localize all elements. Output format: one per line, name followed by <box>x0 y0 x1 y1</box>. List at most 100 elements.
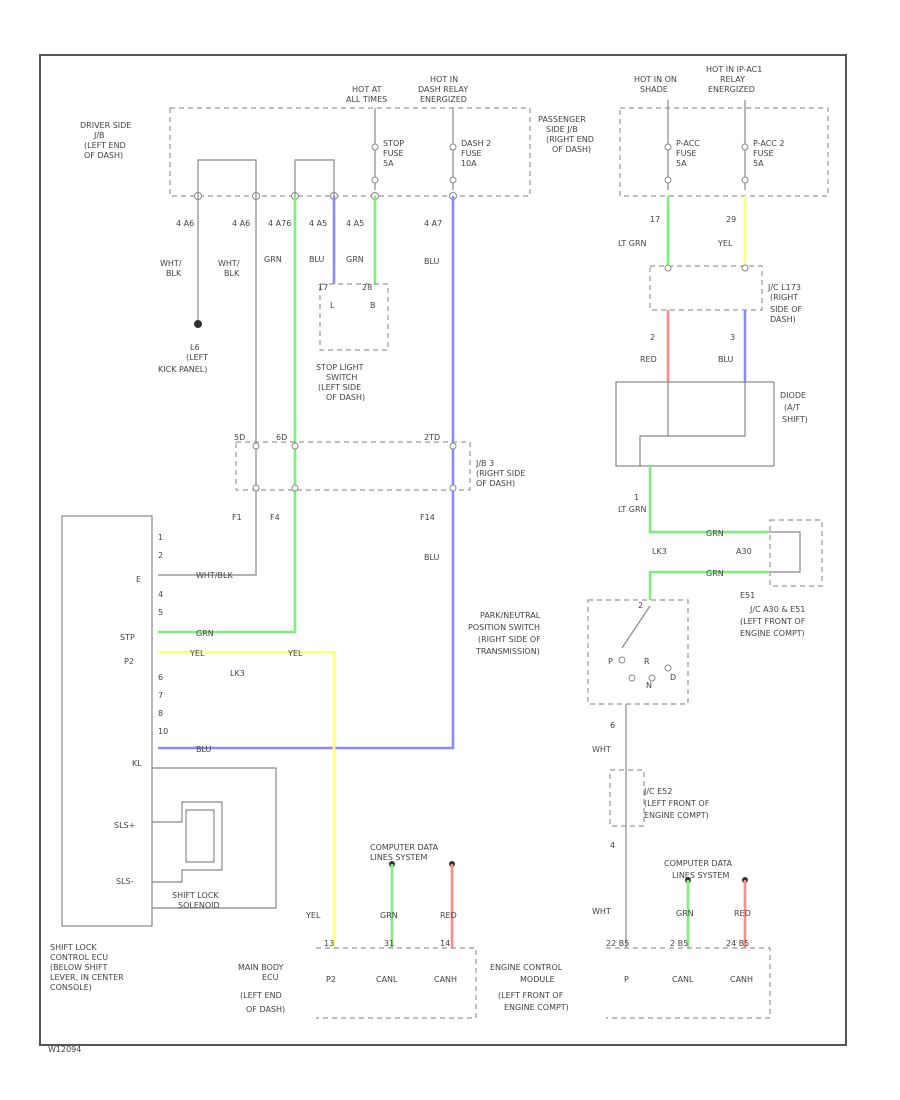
svg-text:FUSE: FUSE <box>383 149 404 158</box>
svg-text:(RIGHT: (RIGHT <box>770 293 798 302</box>
svg-text:CANH: CANH <box>730 975 753 984</box>
svg-text:YEL: YEL <box>717 239 733 248</box>
svg-text:ALL TIMES: ALL TIMES <box>346 95 387 104</box>
svg-text:P2: P2 <box>326 975 336 984</box>
svg-text:COMPUTER DATA: COMPUTER DATA <box>370 843 439 852</box>
svg-text:28: 28 <box>362 283 372 292</box>
svg-text:(LEFT FRONT OF: (LEFT FRONT OF <box>644 799 710 808</box>
computer-data-lines-left: COMPUTER DATA LINES SYSTEM GRN RED <box>370 843 457 948</box>
svg-text:D: D <box>670 673 676 682</box>
svg-text:29: 29 <box>726 215 736 224</box>
wire-lt-grn-jc <box>648 466 770 534</box>
svg-text:MODULE: MODULE <box>520 975 555 984</box>
svg-text:1: 1 <box>634 493 639 502</box>
svg-text:STOP: STOP <box>383 139 404 148</box>
svg-text:BLU: BLU <box>424 257 440 266</box>
svg-text:OF DASH): OF DASH) <box>326 393 365 402</box>
svg-text:CANL: CANL <box>376 975 398 984</box>
computer-data-lines-right: COMPUTER DATA LINES SYSTEM GRN RED <box>664 859 751 948</box>
svg-text:L: L <box>330 301 335 310</box>
diode: DIODE (A/T SHIFT) <box>615 381 808 467</box>
svg-text:(RIGHT SIDE OF: (RIGHT SIDE OF <box>478 635 541 644</box>
svg-text:5A: 5A <box>753 159 764 168</box>
svg-text:DASH RELAY: DASH RELAY <box>418 85 468 94</box>
svg-text:F4: F4 <box>270 513 280 522</box>
svg-text:FUSE: FUSE <box>676 149 697 158</box>
svg-text:J/B: J/B <box>93 131 105 140</box>
svg-text:LINES SYSTEM: LINES SYSTEM <box>370 853 427 862</box>
svg-text:E51: E51 <box>740 591 755 600</box>
svg-text:(RIGHT SIDE: (RIGHT SIDE <box>476 469 525 478</box>
svg-text:2TD: 2TD <box>424 433 440 442</box>
svg-text:YEL: YEL <box>189 649 205 658</box>
svg-text:ENGINE CONTROL: ENGINE CONTROL <box>490 963 563 972</box>
svg-text:SHIFT): SHIFT) <box>782 415 808 424</box>
svg-text:2: 2 <box>650 333 655 342</box>
svg-text:BLU: BLU <box>196 745 212 754</box>
svg-text:F1: F1 <box>232 513 242 522</box>
svg-text:SOLENOID: SOLENOID <box>178 901 220 910</box>
svg-text:A30: A30 <box>736 547 752 556</box>
svg-text:GRN: GRN <box>380 911 398 920</box>
svg-text:ENERGIZED: ENERGIZED <box>420 95 467 104</box>
svg-text:ENGINE COMPT): ENGINE COMPT) <box>740 629 805 638</box>
svg-text:J/C E52: J/C E52 <box>643 787 672 796</box>
svg-text:22 B5: 22 B5 <box>606 939 629 948</box>
svg-text:5D: 5D <box>234 433 245 442</box>
svg-text:4 A76: 4 A76 <box>268 219 291 228</box>
svg-text:POSITION SWITCH: POSITION SWITCH <box>468 623 540 632</box>
svg-text:HOT IN: HOT IN <box>430 75 458 84</box>
svg-text:OF DASH): OF DASH) <box>552 145 591 154</box>
svg-text:17: 17 <box>650 215 660 224</box>
svg-text:10: 10 <box>158 727 168 736</box>
svg-text:J/C L173: J/C L173 <box>767 283 801 292</box>
passenger-side-junction-block: PASSENGER SIDE J/B (RIGHT END OF DASH) <box>538 107 829 197</box>
figure-id: W12094 <box>48 1045 81 1054</box>
svg-text:4 A6: 4 A6 <box>232 219 250 228</box>
svg-text:17: 17 <box>318 283 328 292</box>
svg-text:F14: F14 <box>420 513 435 522</box>
svg-text:4: 4 <box>610 841 615 850</box>
svg-text:RELAY: RELAY <box>720 75 745 84</box>
svg-text:WHT/BLK: WHT/BLK <box>196 571 233 580</box>
svg-text:E: E <box>136 575 141 584</box>
stop-fuse: STOP FUSE 5A <box>371 108 404 190</box>
svg-text:(LEFT SIDE: (LEFT SIDE <box>318 383 361 392</box>
svg-text:14: 14 <box>440 939 450 948</box>
wire-blu-kl <box>158 196 455 750</box>
svg-text:LK3: LK3 <box>230 669 245 678</box>
svg-text:(LEFT: (LEFT <box>186 353 208 362</box>
wire-wht-blk-ecu <box>158 196 257 576</box>
svg-text:LEVER, IN CENTER: LEVER, IN CENTER <box>50 973 124 982</box>
svg-text:ENERGIZED: ENERGIZED <box>708 85 755 94</box>
svg-text:6D: 6D <box>276 433 287 442</box>
engine-control-module: 22 B5 2 B5 24 B5 P CANL CANH ENGINE CONT… <box>490 939 771 1019</box>
diagram-frame <box>39 54 847 1046</box>
svg-text:OF DASH): OF DASH) <box>476 479 515 488</box>
park-neutral-position-switch: 2 P R N D PARK/NEUTRAL POSITION SWITCH (… <box>468 599 689 705</box>
svg-text:(LEFT END: (LEFT END <box>240 991 282 1000</box>
svg-text:SIDE OF: SIDE OF <box>770 305 802 314</box>
svg-text:LT GRN: LT GRN <box>618 505 647 514</box>
svg-text:10A: 10A <box>461 159 477 168</box>
junction-block-3: 5D 6D 2TD F1 F4 F14 J/B 3 (RIGHT SIDE OF… <box>232 433 525 522</box>
svg-text:GRN: GRN <box>196 629 214 638</box>
svg-text:PARK/NEUTRAL: PARK/NEUTRAL <box>480 611 541 620</box>
svg-text:3: 3 <box>730 333 735 342</box>
svg-text:BLK: BLK <box>224 269 240 278</box>
svg-text:(LEFT FRONT OF: (LEFT FRONT OF <box>740 617 806 626</box>
svg-text:J/B 3: J/B 3 <box>475 459 494 468</box>
svg-text:WHT: WHT <box>592 907 611 916</box>
junction-connector-a30-e51: A30 E51 J/C A30 & E51 (LEFT FRONT OF ENG… <box>736 519 823 638</box>
svg-text:RED: RED <box>640 355 657 364</box>
svg-text:(BELOW SHIFT: (BELOW SHIFT <box>50 963 108 972</box>
svg-text:BLU: BLU <box>309 255 325 264</box>
svg-text:SIDE J/B: SIDE J/B <box>546 125 578 134</box>
svg-text:CANH: CANH <box>434 975 457 984</box>
svg-text:SLS-: SLS- <box>116 877 134 886</box>
svg-text:GRN: GRN <box>264 255 282 264</box>
svg-text:1: 1 <box>158 533 163 542</box>
pacc-fuse: P-ACC FUSE 5A <box>664 100 700 190</box>
pacc2-fuse: P-ACC 2 FUSE 5A <box>741 100 785 190</box>
driver-side-junction-block: DRIVER SIDE J/B (LEFT END OF DASH) <box>80 107 531 197</box>
